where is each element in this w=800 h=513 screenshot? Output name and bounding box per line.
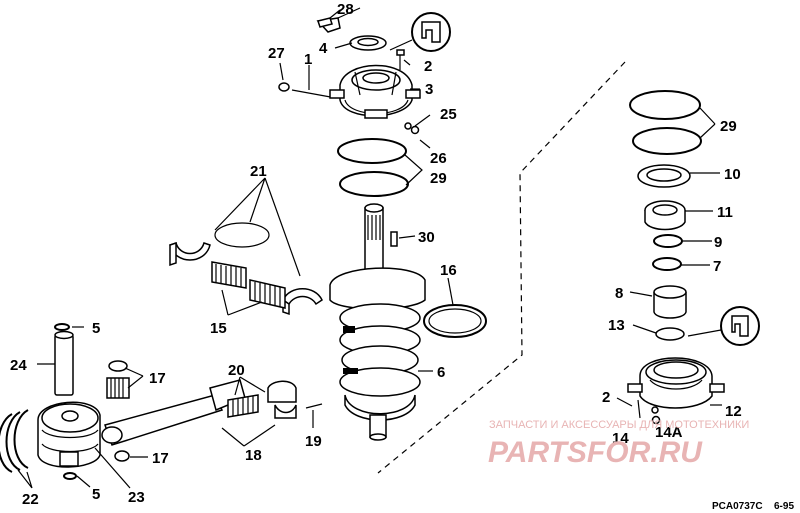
bearing-part-11 [644, 200, 686, 231]
callout-14: 14 [612, 430, 629, 447]
retaining-ring-part-16 [423, 304, 487, 338]
callout-24: 24 [10, 357, 27, 374]
callout-19: 19 [305, 433, 322, 450]
nut-part-27 [278, 62, 290, 92]
sleeve-part-8 [653, 285, 687, 319]
crankshaft-part-6 [329, 203, 426, 441]
callout-25: 25 [440, 106, 457, 123]
callout-10: 10 [724, 166, 741, 183]
screw-part-2-lower [637, 399, 641, 419]
main-bearing-halves-part-21 [169, 222, 323, 316]
upper-bearing-housing-part-3 [329, 64, 421, 119]
piston-rings-part-22 [0, 409, 29, 473]
watermark: ЗАПЧАСТИ И АКСЕССУАРЫ ДЛЯ МОТОТЕХНИКИ PA… [488, 419, 749, 469]
rod-screw-part-19 [305, 403, 323, 409]
callout-3: 3 [425, 81, 433, 98]
figure-date: 6-95 [774, 501, 794, 512]
callout-2-top: 2 [424, 58, 432, 75]
watermark-tagline: ЗАПЧАСТИ И АКСЕССУАРЫ ДЛЯ МОТОТЕХНИКИ [489, 419, 749, 431]
watermark-logo: PARTSFOR.RU [488, 436, 703, 469]
seal-part-4 [349, 35, 387, 51]
callout-7: 7 [713, 258, 721, 275]
callout-21: 21 [250, 163, 267, 180]
callout-26: 26 [430, 150, 447, 167]
callout-12: 12 [725, 403, 742, 420]
ring-part-9 [653, 234, 683, 248]
callout-28: 28 [337, 1, 354, 18]
key-part-30 [390, 231, 398, 247]
callout-6: 6 [437, 364, 445, 381]
callout-5-top: 5 [92, 320, 100, 337]
callout-22: 22 [22, 491, 39, 508]
seal-detail-inset-right [687, 306, 760, 346]
nut-part-14A [651, 406, 661, 425]
callout-29-right: 29 [720, 118, 737, 135]
callout-14A: 14A [655, 424, 683, 441]
callout-18: 18 [245, 447, 262, 464]
callout-8: 8 [615, 285, 623, 302]
callout-17-bottom: 17 [152, 450, 169, 467]
callout-16: 16 [440, 262, 457, 279]
callout-29-center: 29 [430, 170, 447, 187]
callout-20: 20 [228, 362, 245, 379]
bracket-part-28 [316, 7, 361, 33]
callout-27: 27 [268, 45, 285, 62]
pin-retainer-part-5-bottom [63, 472, 77, 480]
needle-bearing-part-17-top [106, 360, 130, 399]
ring-part-7 [652, 257, 682, 271]
piston-part-23 [37, 401, 101, 468]
callout-11: 11 [717, 204, 733, 221]
piston-pin-part-24 [54, 330, 74, 396]
rod-bearing-part-20 [227, 380, 297, 419]
connecting-rod-part-18 [101, 379, 246, 446]
leader-lines [17, 9, 722, 489]
figure-code: PCA0737C [712, 501, 763, 512]
callout-9: 9 [714, 234, 722, 251]
callout-23: 23 [128, 489, 145, 506]
lower-bearing-housing-part-12 [627, 357, 725, 409]
washer-part-17-bottom [114, 450, 130, 462]
seal-part-13 [655, 327, 685, 341]
callout-4: 4 [319, 40, 328, 57]
nut-part-25 [404, 122, 420, 135]
o-rings-part-29-right [629, 90, 702, 155]
callout-15: 15 [210, 320, 227, 337]
callout-30: 30 [418, 229, 435, 246]
assembly-dashed-line [377, 61, 626, 474]
bolt-part-1 [291, 65, 337, 99]
o-rings-part-29-center [337, 138, 409, 197]
pin-retainer-part-5-top [54, 323, 70, 331]
callout-13: 13 [608, 317, 625, 334]
screw-part-2 [396, 49, 405, 70]
callout-labels: 28 4 27 1 2 3 25 26 29 21 30 16 15 5 24 … [10, 1, 742, 508]
seal-detail-inset [389, 12, 451, 52]
callout-5-bottom: 5 [92, 486, 100, 503]
needle-bearing-part-15 [211, 261, 286, 309]
callout-2-bottom: 2 [602, 389, 610, 406]
callout-1: 1 [304, 51, 312, 68]
seal-part-10 [637, 164, 691, 188]
callout-17-top: 17 [149, 370, 166, 387]
